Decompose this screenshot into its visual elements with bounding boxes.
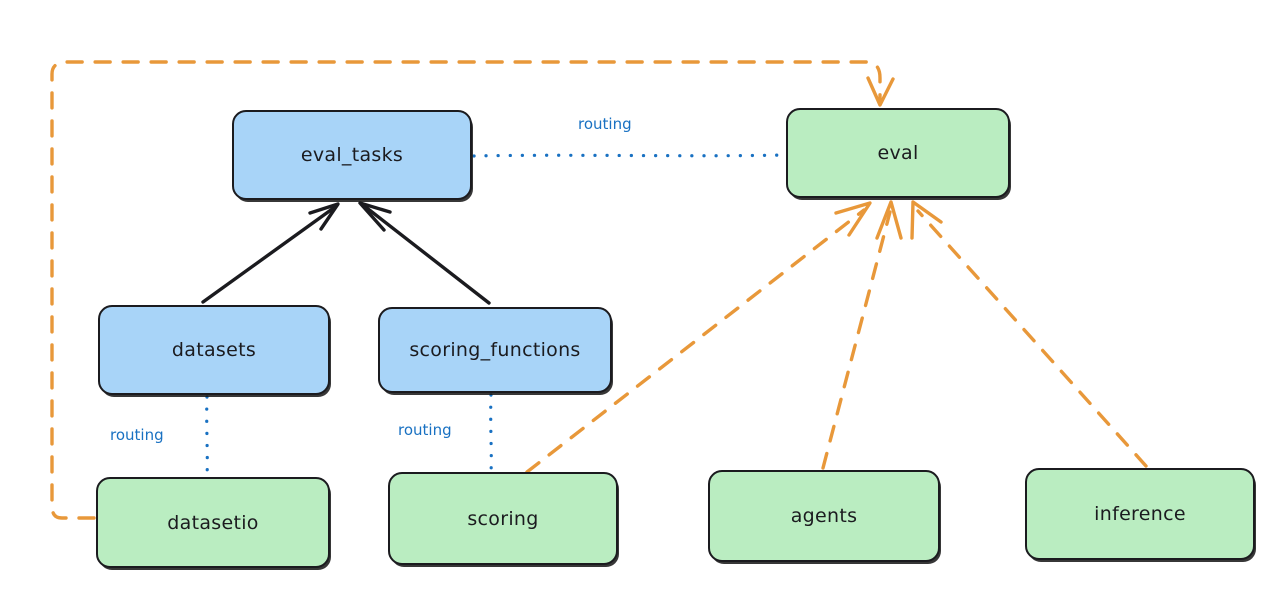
node-scoring-functions[interactable]: scoring_functions xyxy=(378,307,612,393)
edge-agents-to-eval xyxy=(821,200,903,470)
node-inference[interactable]: inference xyxy=(1025,468,1255,560)
edge-scoring-to-eval xyxy=(525,201,872,474)
node-label-scoring-functions: scoring_functions xyxy=(409,339,581,361)
edge-inference-to-eval xyxy=(910,200,1148,468)
edge-label-routing-eval-tasks: routing xyxy=(578,115,632,133)
node-datasets[interactable]: datasets xyxy=(98,305,330,395)
node-scoring[interactable]: scoring xyxy=(388,472,618,565)
node-label-eval-tasks: eval_tasks xyxy=(300,144,404,166)
edge-label-routing-datasets: routing xyxy=(110,426,164,444)
node-eval[interactable]: eval xyxy=(786,108,1010,198)
node-label-agents: agents xyxy=(790,505,858,527)
edge-eval-tasks-to-eval xyxy=(472,153,786,158)
node-agents[interactable]: agents xyxy=(708,470,940,562)
node-eval-tasks[interactable]: eval_tasks xyxy=(232,110,472,200)
edge-scoring-functions-to-eval-tasks xyxy=(358,201,491,305)
edge-datasets-to-eval-tasks xyxy=(201,202,340,304)
node-label-inference: inference xyxy=(1094,503,1186,525)
edge-datasets-to-datasetio xyxy=(205,395,209,479)
edge-datasetio-to-eval xyxy=(50,60,895,520)
node-label-datasetio: datasetio xyxy=(167,511,259,534)
edge-label-routing-scoring-functions: routing xyxy=(398,421,452,439)
node-label-scoring: scoring xyxy=(467,507,539,530)
node-label-eval: eval xyxy=(877,142,919,164)
node-label-datasets: datasets xyxy=(171,339,257,361)
edge-scoring-functions-to-scoring xyxy=(489,393,493,474)
node-datasetio[interactable]: datasetio xyxy=(96,477,330,568)
